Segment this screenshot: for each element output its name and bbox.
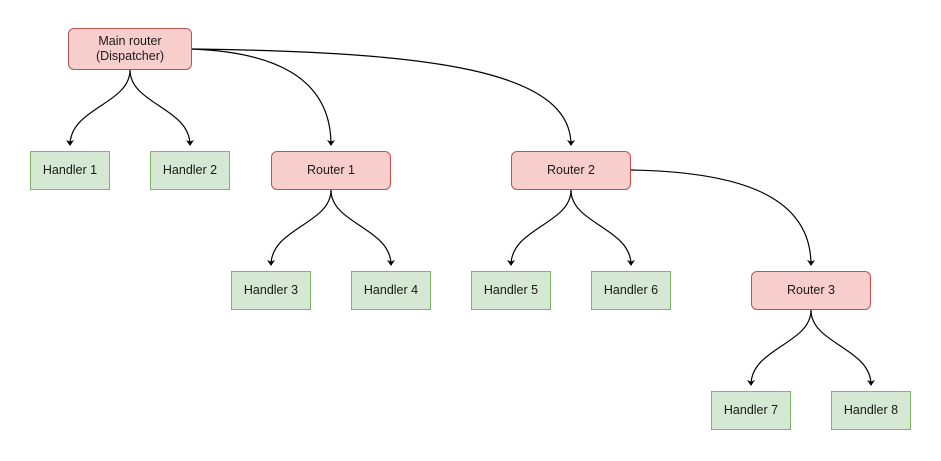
node-handler-5[interactable]: Handler 5: [471, 271, 551, 310]
node-router-3[interactable]: Router 3: [751, 271, 871, 310]
node-handler-8[interactable]: Handler 8: [831, 391, 911, 430]
node-label-handler-2: Handler 2: [162, 163, 218, 177]
node-label-handler-5: Handler 5: [483, 283, 539, 297]
edge-main-router-to-handler-1: [66, 69, 131, 146]
edge-main-router-to-router-1: [191, 48, 335, 146]
node-handler-3[interactable]: Handler 3: [231, 271, 311, 310]
edge-router-2-to-handler-6: [570, 189, 635, 266]
node-handler-7[interactable]: Handler 7: [711, 391, 791, 430]
edge-router-2-to-handler-5: [507, 189, 572, 266]
edge-router-3-to-handler-8: [810, 309, 875, 386]
node-label-handler-6: Handler 6: [603, 283, 659, 297]
node-label-handler-1: Handler 1: [42, 163, 98, 177]
node-handler-1[interactable]: Handler 1: [30, 151, 110, 190]
node-handler-4[interactable]: Handler 4: [351, 271, 431, 310]
edge-main-router-to-router-2: [191, 48, 575, 146]
node-router-2[interactable]: Router 2: [511, 151, 631, 190]
node-main-router[interactable]: Main router (Dispatcher): [68, 28, 192, 70]
node-handler-6[interactable]: Handler 6: [591, 271, 671, 310]
edge-router-1-to-handler-4: [330, 189, 395, 266]
node-label-router-2: Router 2: [547, 163, 595, 177]
node-label-router-3: Router 3: [787, 283, 835, 297]
edge-router-3-to-handler-7: [747, 309, 812, 386]
node-label-main-router: Main router (Dispatcher): [95, 34, 165, 63]
edge-router-1-to-handler-3: [267, 189, 332, 266]
node-handler-2[interactable]: Handler 2: [150, 151, 230, 190]
node-label-handler-8: Handler 8: [843, 403, 899, 417]
node-router-1[interactable]: Router 1: [271, 151, 391, 190]
node-label-handler-3: Handler 3: [243, 283, 299, 297]
node-label-handler-7: Handler 7: [723, 403, 779, 417]
edge-router-2-to-router-3: [630, 169, 815, 266]
edge-main-router-to-handler-2: [129, 69, 194, 146]
node-label-router-1: Router 1: [307, 163, 355, 177]
node-label-handler-4: Handler 4: [363, 283, 419, 297]
